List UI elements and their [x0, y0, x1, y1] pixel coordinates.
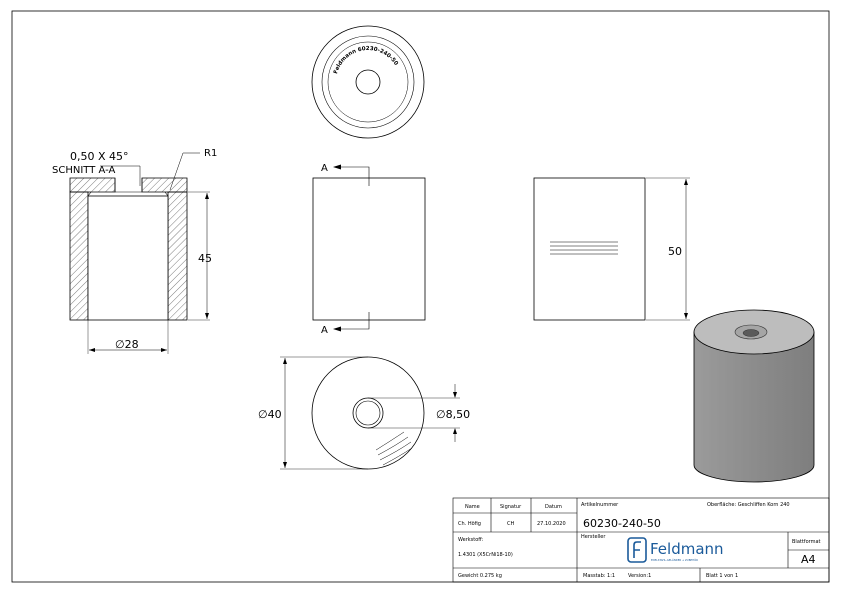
front-view: A A: [312, 163, 426, 336]
version-label: Version:1: [628, 573, 651, 579]
weight-label: Gewicht 0.275 kg: [458, 573, 502, 579]
bottom-view: ∅40 ∅8,50: [258, 356, 470, 470]
hole-diameter-dimension: ∅8,50: [436, 408, 470, 421]
material-label: Werkstoff:: [458, 537, 484, 543]
title-block: [452, 497, 830, 583]
name-header: Name: [465, 504, 480, 510]
diameter-dimension: ∅28: [115, 338, 139, 351]
feldmann-logo: Feldmann EDELSTAHL-GELÄNDER + ZUBEHÖR: [627, 537, 724, 563]
surface-label: Oberfläche: Geschliffen Korn 240: [707, 502, 790, 508]
radius-label: R1: [204, 148, 217, 159]
section-view: 0,50 X 45° SCHNITT A-A R1 45 ∅28: [52, 148, 217, 354]
height-dimension: 45: [198, 252, 212, 265]
sheet-border: [11, 10, 830, 583]
section-mark-bottom: A: [321, 325, 328, 336]
side-height-dimension: 50: [668, 245, 682, 258]
isometric-view: [693, 309, 815, 483]
title-block-text: Name Signatur Datum Ch. Höfig CH 27.10.2…: [458, 502, 821, 579]
section-label: SCHNITT A-A: [52, 165, 116, 176]
scale-label: Masstab: 1:1: [583, 573, 615, 579]
manufacturer-label: Hersteller: [581, 534, 606, 540]
sheet-label: Blatt 1 von 1: [706, 573, 738, 579]
article-number: 60230-240-50: [583, 517, 661, 530]
signature-header: Signatur: [500, 504, 522, 510]
format-label: Blattformat: [792, 539, 821, 545]
outer-diameter-dimension: ∅40: [258, 408, 282, 421]
material-value: 1.4301 (X5CrNi18-10): [458, 552, 513, 558]
chamfer-label: 0,50 X 45°: [70, 150, 129, 163]
date-header: Datum: [545, 504, 562, 510]
side-view: 50: [533, 177, 690, 321]
date-value: 27.10.2020: [537, 521, 566, 527]
top-view: Feldmann 60230-240-50: [311, 25, 425, 139]
signature-value: CH: [507, 521, 514, 527]
brand-tagline: EDELSTAHL-GELÄNDER + ZUBEHÖR: [651, 557, 698, 562]
article-label: Artikelnummer: [581, 502, 619, 508]
brand-name: Feldmann: [650, 540, 724, 558]
name-value: Ch. Höfig: [458, 521, 481, 527]
format-value: A4: [801, 553, 816, 566]
section-mark-top: A: [321, 163, 328, 174]
